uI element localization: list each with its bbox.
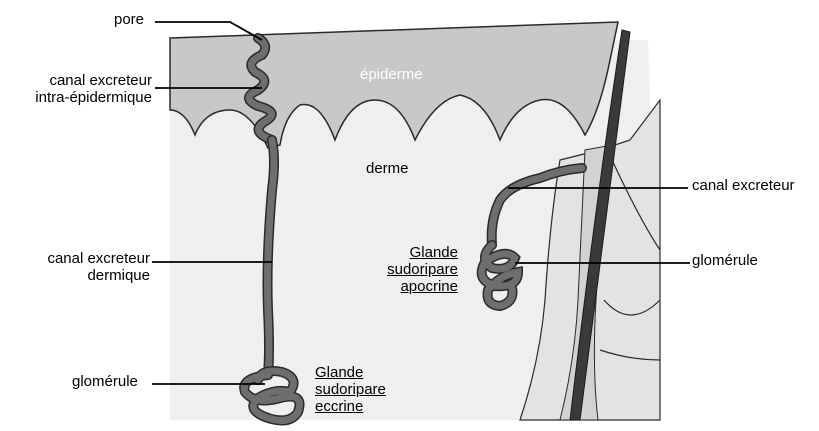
label-derme: derme bbox=[366, 160, 409, 177]
label-glande-eccrine: Glande sudoripare eccrine bbox=[315, 364, 386, 415]
label-glande-eccrine-line3: eccrine bbox=[315, 398, 386, 415]
label-glomerule-right: glomérule bbox=[692, 252, 758, 269]
label-glande-eccrine-line1: Glande bbox=[315, 364, 386, 381]
label-canal-excreteur-right: canal excreteur bbox=[692, 177, 795, 194]
label-canal-intra-line1: canal excreteur bbox=[0, 72, 152, 89]
label-canal-intra-line2: intra-épidermique bbox=[0, 89, 152, 106]
label-canal-dermique-line1: canal excreteur bbox=[0, 250, 150, 267]
label-glande-apocrine-line3: apocrine bbox=[380, 278, 458, 295]
label-glande-eccrine-line2: sudoripare bbox=[315, 381, 386, 398]
label-canal-intra-epidermique: canal excreteur intra-épidermique bbox=[0, 72, 152, 106]
label-epiderme: épiderme bbox=[360, 66, 423, 83]
label-pore: pore bbox=[114, 11, 144, 28]
label-canal-excreteur-dermique: canal excreteur dermique bbox=[0, 250, 150, 284]
label-glande-apocrine: Glande sudoripare apocrine bbox=[380, 244, 458, 295]
label-glomerule-left: glomérule bbox=[72, 373, 138, 390]
label-canal-dermique-line2: dermique bbox=[0, 267, 150, 284]
label-glande-apocrine-line2: sudoripare bbox=[380, 261, 458, 278]
label-glande-apocrine-line1: Glande bbox=[380, 244, 458, 261]
